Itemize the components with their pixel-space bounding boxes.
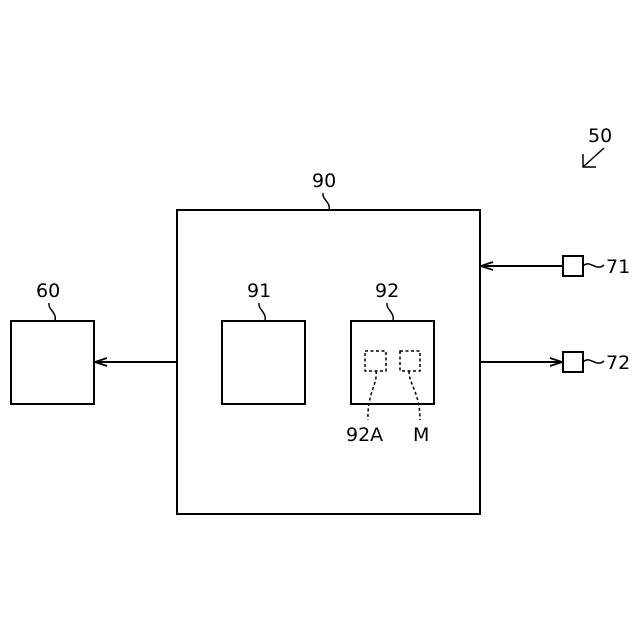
block-91-label: 91 [247, 280, 271, 302]
controller-label: 90 [312, 170, 336, 192]
terminal-72-label: 72 [606, 352, 630, 374]
external-device-label: 60 [36, 280, 60, 302]
region-m-label: M [413, 424, 429, 446]
block-92-label: 92 [375, 280, 399, 302]
terminal-72-box [563, 352, 583, 372]
external-device-leader [49, 303, 55, 321]
terminal-72-leader [583, 360, 604, 363]
system-label: 50 [588, 125, 612, 147]
terminal-71-label: 71 [606, 256, 630, 278]
system-arrow [583, 148, 604, 167]
controller-leader [323, 193, 329, 210]
block-91 [222, 321, 305, 404]
terminal-71-box [563, 256, 583, 276]
external-device-box [11, 321, 94, 404]
region-92a-label: 92A [346, 424, 383, 446]
block-92 [351, 321, 434, 404]
terminal-71-leader [583, 264, 604, 267]
